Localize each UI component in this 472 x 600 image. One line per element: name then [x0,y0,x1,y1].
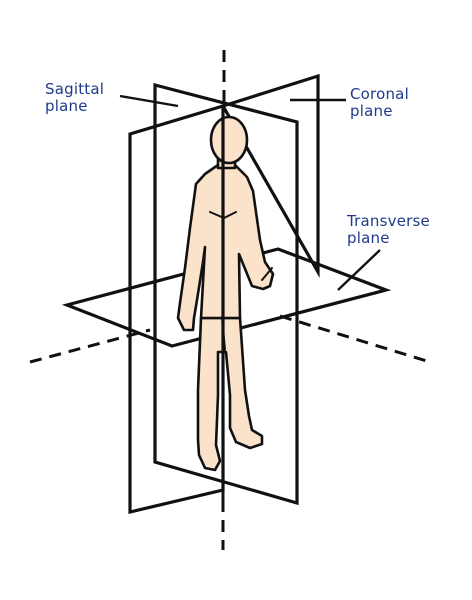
transverse-label-line1: Transverse [347,212,430,230]
human-figure [176,115,275,472]
anterior-posterior-axis-dashed [279,314,431,364]
sagittal-leader-line [119,94,179,108]
transverse-plane-label: Transverse plane [347,213,430,247]
transverse-label-line2: plane [347,229,390,247]
horizontal-axis-dashed [29,328,151,364]
coronal-label-line1: Coronal [350,85,409,103]
transverse-leader-line [337,249,381,291]
sagittal-label-line2: plane [45,97,88,115]
sagittal-label-line1: Sagittal [45,80,105,98]
coronal-plane-back [220,73,320,279]
coronal-label-line2: plane [350,102,393,120]
coronal-plane-label: Coronal plane [350,86,409,120]
sagittal-plane [153,82,299,506]
sagittal-plane-label: Sagittal plane [45,81,104,115]
